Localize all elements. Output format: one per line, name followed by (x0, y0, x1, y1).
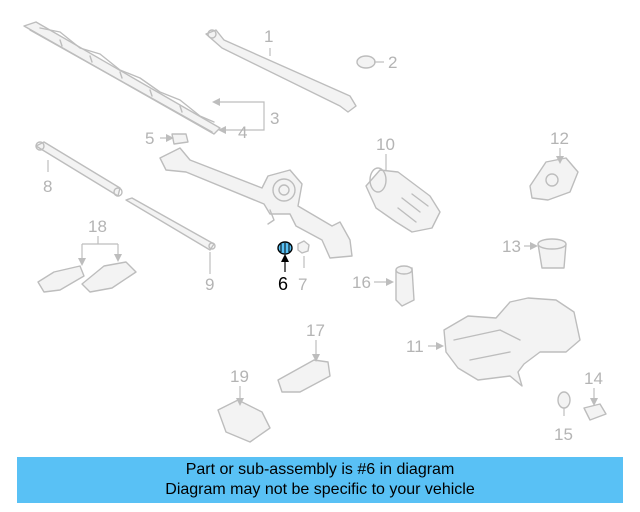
callout-8: 8 (43, 177, 52, 196)
nozzle-17-part (277, 359, 331, 393)
callout-3: 3 (270, 109, 279, 128)
cylinder-part (537, 238, 567, 269)
callout-15: 15 (554, 425, 573, 444)
callout-19: 19 (230, 367, 249, 386)
callout-2: 2 (388, 53, 397, 72)
callout-14: 14 (584, 369, 603, 388)
banner-disclaimer-line: Diagram may not be specific to your vehi… (165, 481, 475, 498)
link-rod-9-part (125, 197, 216, 251)
bolt-part (171, 133, 189, 145)
wiper-blade-part (23, 21, 221, 135)
info-banner: Part or sub-assembly is #6 in diagram Di… (17, 457, 623, 503)
cover-part (529, 157, 579, 201)
link-rod-8-part (35, 141, 123, 197)
callout-10: 10 (376, 135, 395, 154)
cap-part (356, 55, 376, 69)
wiper-linkage-part (159, 147, 353, 259)
callout-6: 6 (278, 274, 288, 294)
nozzle-18-part (37, 261, 137, 293)
washer-reservoir-part (443, 297, 581, 387)
callout-17: 17 (306, 321, 325, 340)
connector-part (583, 403, 607, 421)
callout-7: 7 (298, 275, 307, 294)
callout-12: 12 (550, 129, 569, 148)
grommet-part-highlighted (277, 241, 293, 255)
nut-part (297, 240, 310, 254)
callout-11: 11 (406, 337, 424, 356)
banner-part-line: Part or sub-assembly is #6 in diagram (185, 461, 455, 478)
washer-pump-part (395, 265, 415, 307)
wiper-arm-part (205, 29, 357, 113)
callout-9: 9 (205, 275, 214, 294)
parts-diagram: 1 2 3 4 5 6 7 8 9 10 11 12 13 14 15 16 1… (23, 21, 607, 444)
callout-4: 4 (238, 123, 247, 142)
clip-part (557, 391, 571, 409)
callout-16: 16 (352, 273, 371, 292)
wiper-motor-part (365, 167, 441, 233)
jet-19-part (217, 399, 271, 443)
callout-13: 13 (502, 237, 521, 256)
callout-18: 18 (88, 217, 107, 236)
callout-5: 5 (145, 129, 154, 148)
callout-1: 1 (264, 27, 273, 46)
